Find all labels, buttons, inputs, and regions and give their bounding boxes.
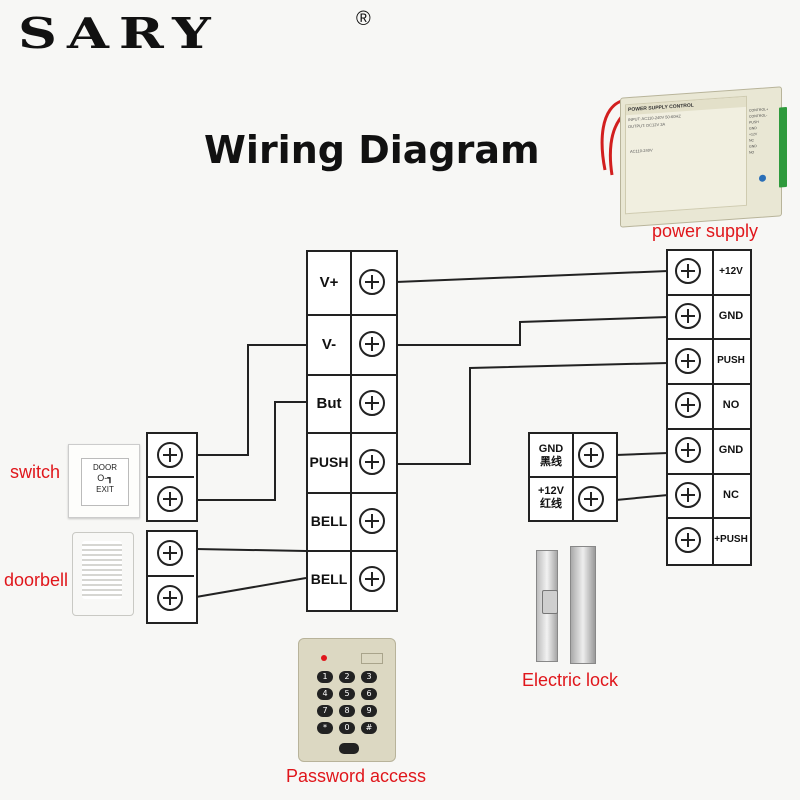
lock-terminal-block: GND 黑线 +12V 红线 bbox=[528, 432, 618, 522]
lock-screw-12v bbox=[578, 486, 604, 512]
psu-terminal-green bbox=[779, 106, 787, 188]
speaker-grille-icon bbox=[82, 541, 122, 599]
keypad-terminal-label: PUSH bbox=[309, 454, 349, 470]
psu-terminal-label: +PUSH bbox=[714, 534, 748, 546]
psu-terminal-screw bbox=[675, 303, 701, 330]
keypad-terminal-screw bbox=[359, 449, 385, 475]
keypad-key[interactable]: * bbox=[317, 722, 333, 734]
keypad-key[interactable]: 6 bbox=[361, 688, 377, 700]
brand-logo: SARY bbox=[18, 8, 221, 58]
keypad-terminal-label: BELL bbox=[310, 571, 348, 587]
psu-terminal-screw bbox=[675, 347, 701, 374]
keypad-terminal-label: V- bbox=[321, 335, 337, 353]
keypad-key[interactable]: 3 bbox=[361, 671, 377, 683]
doorbell-device bbox=[72, 532, 134, 616]
psu-terminal-label: GND bbox=[718, 444, 744, 457]
keypad-key[interactable]: 8 bbox=[339, 705, 355, 717]
keypad-key[interactable]: 4 bbox=[317, 688, 333, 700]
key-icon: O-┓ bbox=[97, 473, 113, 483]
lock-screw-gnd bbox=[578, 442, 604, 468]
wire-bell2 bbox=[195, 577, 307, 598]
psu-terminal-label: GND bbox=[718, 310, 744, 323]
keypad-key[interactable]: 2 bbox=[339, 671, 355, 683]
keypad-key[interactable]: # bbox=[361, 722, 377, 734]
keypad-key[interactable]: 0 bbox=[339, 722, 355, 734]
keypad-key[interactable]: 5 bbox=[339, 688, 355, 700]
exit-switch-device: DOOR O-┓ EXIT bbox=[68, 444, 140, 518]
psu-terminal-screw bbox=[675, 481, 701, 508]
doorbell-screw-2 bbox=[157, 585, 183, 611]
keypad-terminal-label: But bbox=[316, 394, 342, 412]
psu-terminal-screw bbox=[675, 392, 701, 419]
electric-lock-label: Electric lock bbox=[522, 670, 619, 690]
keypad-key[interactable]: 9 bbox=[361, 705, 377, 717]
exit-exit-text: EXIT bbox=[96, 485, 114, 494]
lock-gnd-label: GND bbox=[538, 443, 564, 455]
lock-gnd-chinese: 黑线 bbox=[540, 456, 562, 468]
diagram-title: Wiring Diagram bbox=[204, 128, 540, 172]
wire-lock-nc bbox=[615, 494, 669, 501]
psu-terminal-label: PUSH bbox=[717, 355, 745, 367]
psu-terminal-label: NC bbox=[723, 488, 739, 501]
power-supply-label: power supply bbox=[652, 221, 759, 241]
card-slot-icon bbox=[361, 653, 383, 664]
switch-screw-2 bbox=[157, 486, 183, 512]
wire-vminus-switch bbox=[196, 344, 306, 456]
password-access-label: Password access bbox=[286, 766, 427, 786]
psu-knob bbox=[759, 174, 766, 182]
wire-vminus-gnd bbox=[396, 316, 669, 346]
psu-terminal-screw bbox=[675, 437, 701, 464]
psu-terminal-label: NO bbox=[722, 399, 740, 412]
registered-mark: ® bbox=[356, 8, 371, 30]
switch-screw-1 bbox=[157, 442, 183, 468]
wire-bell1 bbox=[195, 548, 307, 552]
psu-terminal-label: +12V bbox=[719, 265, 743, 277]
psu-terminal-screw bbox=[675, 526, 701, 553]
keypad-terminal-screw bbox=[359, 269, 385, 295]
wire-but-switch bbox=[196, 401, 306, 501]
keypad-terminal-screw bbox=[359, 390, 385, 416]
power-supply-device: POWER SUPPLY CONTROL INPUT: AC110-240V 5… bbox=[620, 86, 787, 228]
keypad-key[interactable]: 1 bbox=[317, 671, 333, 683]
wire-vplus-12v bbox=[395, 270, 669, 283]
lock-12v-chinese: 红线 bbox=[540, 498, 562, 510]
electric-lock-device bbox=[532, 546, 602, 664]
keypad-key[interactable]: 7 bbox=[317, 705, 333, 717]
keypad-terminal-screw bbox=[359, 508, 385, 534]
keypad-terminal-label: BELL bbox=[310, 513, 348, 529]
switch-label: switch bbox=[10, 462, 61, 482]
magnetic-lock-icon bbox=[570, 546, 596, 664]
wire-lock-gnd bbox=[615, 452, 669, 456]
status-led-icon bbox=[321, 655, 327, 661]
exit-door-text: DOOR bbox=[93, 463, 117, 472]
keypad-terminal-label: V+ bbox=[319, 273, 339, 291]
lock-12v-label: +12V bbox=[538, 485, 564, 497]
doorbell-screw-1 bbox=[157, 540, 183, 566]
psu-side-label: NO bbox=[749, 150, 755, 155]
psu-terminal-screw bbox=[675, 258, 701, 285]
keypad-terminal-screw bbox=[359, 566, 385, 592]
doorbell-label: doorbell bbox=[4, 570, 69, 590]
keypad-terminal-screw bbox=[359, 331, 385, 357]
bell-key[interactable] bbox=[339, 743, 359, 754]
bolt-cylinder bbox=[542, 590, 558, 614]
wire-push-psu bbox=[396, 362, 669, 465]
